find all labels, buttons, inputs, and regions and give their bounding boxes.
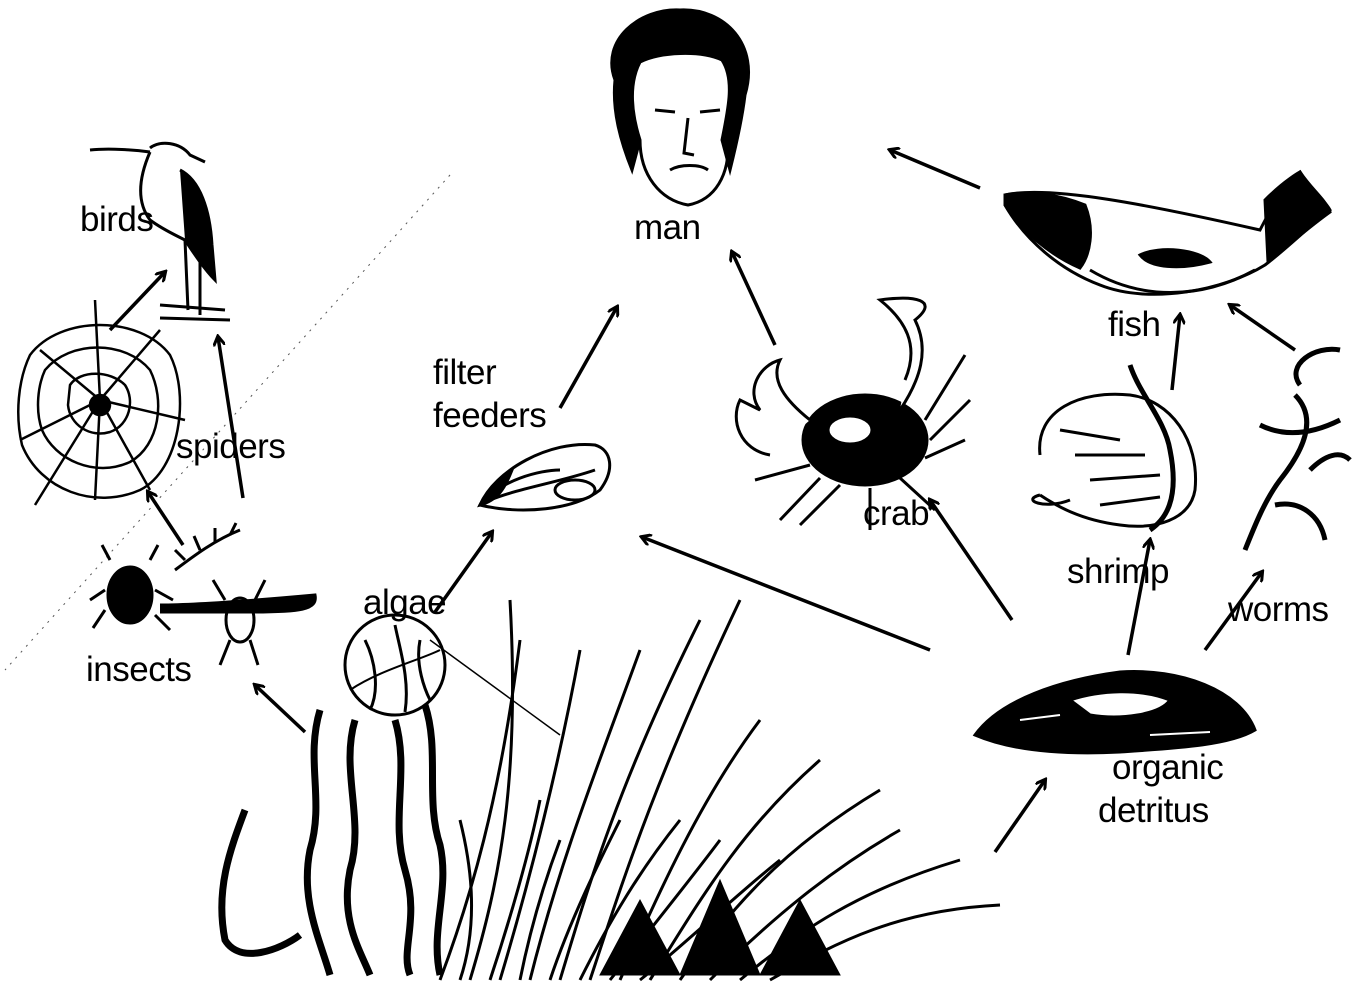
label-filter-feeders: filter feeders	[433, 351, 546, 437]
seaweed-icon	[222, 705, 443, 975]
spider-web-icon	[18, 300, 185, 505]
algae-icon	[345, 615, 560, 735]
label-birds: birds	[80, 201, 153, 238]
label-worms: worms	[1228, 591, 1329, 628]
arrow-detritus-to-crab	[930, 500, 1012, 620]
label-insects: insects	[86, 651, 191, 688]
arrow-fish-to-man	[890, 150, 980, 188]
label-filter-feeders-line2: feeders	[433, 394, 546, 437]
arrow-shrimp-to-fish	[1172, 315, 1180, 390]
arrow-grass-to-detritus	[995, 780, 1045, 852]
label-crab: crab	[863, 495, 929, 532]
man-face-icon	[612, 10, 749, 205]
worms-icon	[1245, 349, 1350, 550]
label-shrimp: shrimp	[1067, 553, 1169, 590]
marsh-grass-icon	[440, 600, 1000, 980]
arrow-filter-feeders-to-man	[560, 307, 617, 408]
label-spiders: spiders	[176, 428, 285, 465]
label-filter-feeders-line1: filter	[433, 351, 546, 394]
arrow-insects-to-birds	[218, 337, 243, 498]
clam-icon	[480, 444, 610, 510]
label-organic-detritus: organic detritus	[1098, 746, 1223, 832]
fish-icon	[1005, 172, 1330, 294]
insects-icon	[90, 523, 315, 665]
arrow-crab-to-man	[732, 252, 775, 345]
arrow-algae-to-insects	[255, 685, 305, 732]
arrow-insects-to-spiders	[148, 492, 183, 545]
label-organic-detritus-line1: organic	[1098, 746, 1223, 789]
label-fish: fish	[1108, 306, 1160, 343]
label-man: man	[634, 209, 701, 246]
arrow-spiders-to-birds	[110, 272, 165, 330]
detritus-icon	[975, 672, 1255, 753]
arrow-worms-to-fish	[1230, 305, 1295, 350]
arrow-detritus-to-filter-feeders	[642, 537, 930, 650]
label-algae: algae	[363, 584, 446, 621]
label-organic-detritus-line2: detritus	[1098, 789, 1223, 832]
